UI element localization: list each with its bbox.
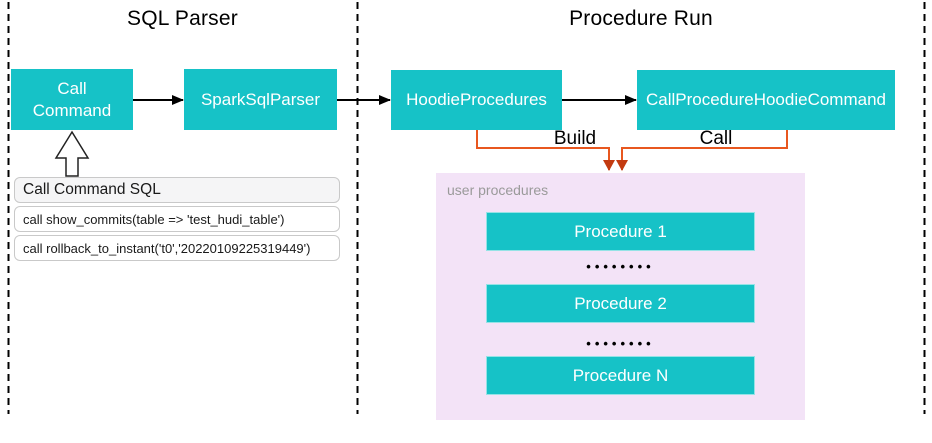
node-call-command-label: Call Command (32, 79, 112, 120)
edge-label-call: Call (699, 128, 733, 149)
node-hoodieprocedures-label: HoodieProcedures (406, 90, 547, 110)
procedures-ellipsis: •••••••• (586, 336, 655, 351)
node-callprocedurehoodiecommand-label: CallProcedureHoodieCommand (645, 90, 886, 110)
node-hoodieprocedures: HoodieProcedures (391, 70, 562, 130)
procedures-ellipsis: •••••••• (586, 259, 655, 274)
call-command-sql-panel: Call Command SQL call show_commits(table… (14, 177, 340, 264)
node-call-command: Call Command (11, 69, 133, 130)
connector-call (616, 130, 788, 171)
sql-panel-header: Call Command SQL (14, 177, 340, 203)
edge-label-build: Build (553, 128, 597, 149)
user-procedures-container: user procedures Procedure 1 •••••••• Pro… (436, 173, 805, 420)
node-sparksqlparser: SparkSqlParser (184, 69, 337, 130)
sql-example-row: call rollback_to_instant('t0','202201092… (14, 235, 340, 261)
procedure-box-n: Procedure N (486, 356, 755, 395)
up-arrow-icon (54, 130, 90, 177)
connector-build (476, 130, 615, 171)
procedure-box-2: Procedure 2 (486, 284, 755, 323)
procedure-box-1: Procedure 1 (486, 212, 755, 251)
section-title-procedure-run: Procedure Run (569, 7, 713, 30)
section-title-sql-parser: SQL Parser (127, 7, 238, 30)
node-callprocedurehoodiecommand: CallProcedureHoodieCommand (637, 70, 895, 130)
user-procedures-label: user procedures (447, 182, 549, 198)
sql-example-row: call show_commits(table => 'test_hudi_ta… (14, 206, 340, 232)
node-sparksqlparser-label: SparkSqlParser (200, 89, 321, 109)
